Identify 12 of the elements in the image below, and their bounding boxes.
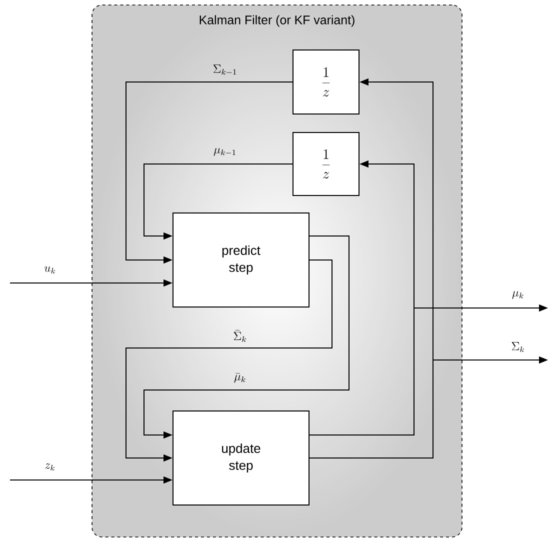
- edge-label: $\Sigma_k$: [512, 342, 524, 352]
- edge-label: $\bar{\mu}_k$: [234, 373, 246, 383]
- edge-label: $z_k$: [45, 463, 54, 471]
- edge-label: $\mu_{k-1}$: [214, 148, 236, 156]
- edge-label: $\Sigma_{k-1}$: [213, 64, 236, 75]
- edge-label: $\mu_k$: [512, 291, 524, 299]
- edge-label: $\bar{\Sigma}_k$: [234, 330, 246, 342]
- edge-label: $u_k$: [44, 266, 56, 274]
- delay-box: $\frac{1}{z}$: [292, 50, 360, 114]
- process-box: update step: [172, 410, 310, 506]
- delay-box: $\frac{1}{z}$: [292, 132, 360, 196]
- process-box: predict step: [172, 212, 310, 308]
